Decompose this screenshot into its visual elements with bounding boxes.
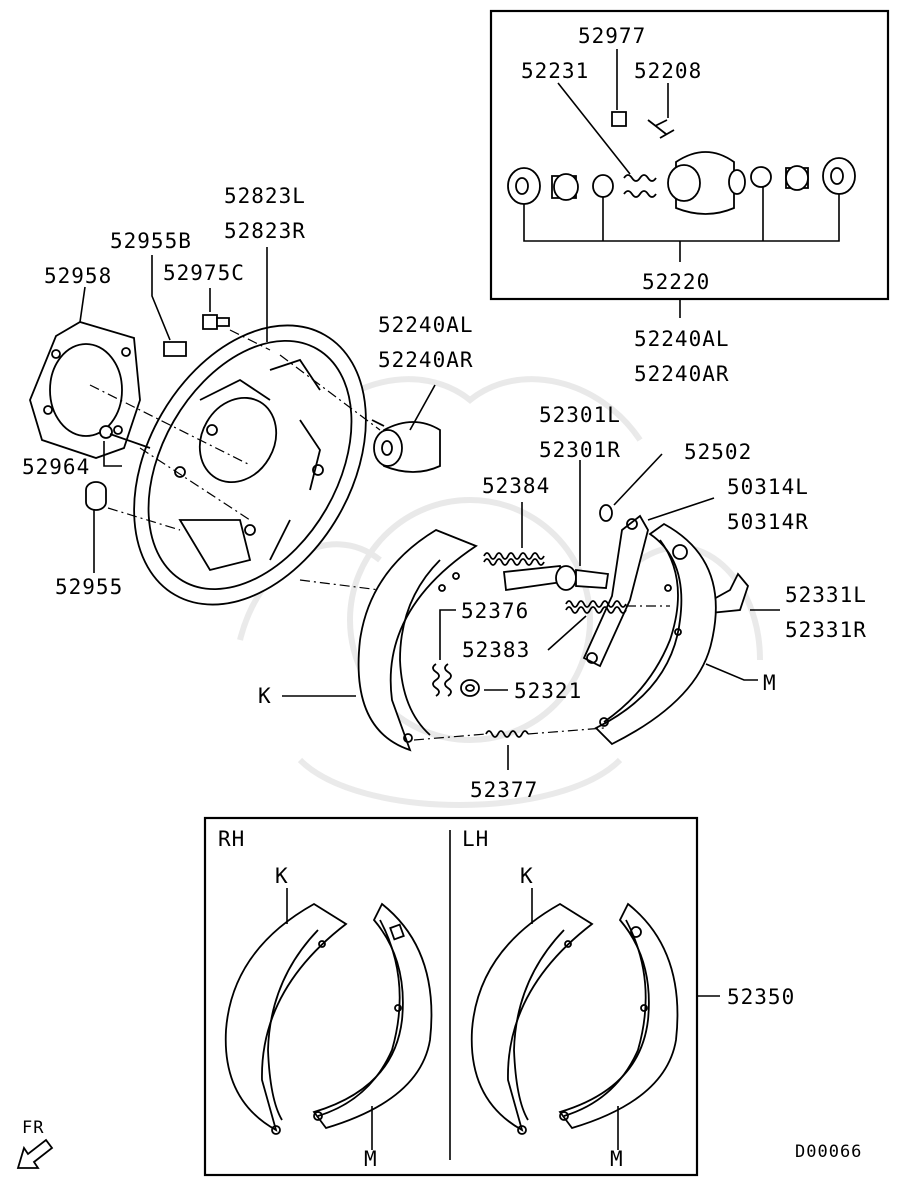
wheel-cylinder-kit-box: 52977 52231 52208 52220 (489, 9, 890, 301)
callout-52502: 52502 (684, 440, 752, 464)
callout-52964: 52964 (22, 455, 90, 479)
spring-52376 (432, 663, 452, 697)
callout-M-main: M (763, 671, 777, 695)
callout-52958: 52958 (44, 264, 112, 288)
callout-52240AL: 52240AL (378, 313, 474, 337)
lh-m-label: M (610, 1147, 624, 1171)
kit-bracket (523, 187, 840, 262)
callout-52208: 52208 (634, 59, 702, 83)
callout-52823L: 52823L (224, 184, 306, 208)
brake-shoe-K (357, 528, 478, 752)
lever-50314 (582, 514, 649, 668)
plug-52955B (163, 341, 187, 357)
callout-52384: 52384 (482, 474, 550, 498)
lh-k-label: K (520, 864, 534, 888)
front-direction-arrow: FR (16, 1118, 54, 1169)
callout-52331L: 52331L (785, 583, 867, 607)
adjuster-52301 (503, 565, 610, 592)
rh-m-label: M (364, 1147, 378, 1171)
direction-label: FR (22, 1118, 44, 1138)
callout-52377: 52377 (470, 778, 538, 802)
callout-52823R: 52823R (224, 219, 306, 243)
wheel-cylinder-52240 (371, 419, 441, 473)
watermark (237, 376, 763, 808)
callout-52301R: 52301R (539, 438, 621, 462)
lh-shoe-M (558, 902, 679, 1130)
lh-label: LH (462, 827, 489, 851)
brake-shoe-M (594, 522, 717, 746)
rh-k-label: K (275, 864, 289, 888)
callout-52977: 52977 (578, 24, 646, 48)
callout-52955B: 52955B (110, 229, 192, 253)
callout-50314R: 50314R (727, 510, 809, 534)
callout-52240AR: 52240AR (378, 348, 474, 372)
spring-52383 (565, 600, 627, 614)
lh-shoe-K (470, 902, 594, 1135)
callout-52955: 52955 (55, 575, 123, 599)
callout-52376: 52376 (461, 599, 529, 623)
callout-52231: 52231 (521, 59, 589, 83)
bolt-52975C (202, 314, 230, 330)
gasket-52958 (29, 321, 141, 459)
callout-52350: 52350 (727, 985, 795, 1009)
rh-label: RH (218, 827, 245, 851)
washer-52502 (599, 504, 613, 522)
spring-52384 (483, 552, 545, 566)
callout-52383: 52383 (462, 638, 530, 662)
backing-plate-52823 (133, 324, 367, 606)
callout-52975C: 52975C (163, 261, 245, 285)
shoe-kit-box: RH LH K M (203, 816, 699, 1177)
callout-52331R: 52331R (785, 618, 867, 642)
spring-52377 (485, 730, 529, 738)
callout-52321: 52321 (514, 679, 582, 703)
rh-shoe-M (312, 902, 433, 1130)
rh-shoe-K (224, 902, 348, 1135)
callout-52220: 52220 (642, 270, 710, 294)
callout-50314L: 50314L (727, 475, 809, 499)
callout-52301L: 52301L (539, 403, 621, 427)
callout-52240AL-kit: 52240AL (634, 327, 730, 351)
arrow-down-left-icon (16, 1138, 54, 1169)
cylinder-kit-parts (507, 111, 856, 215)
diagram-code: D00066 (795, 1142, 862, 1162)
callout-52240AR-kit: 52240AR (634, 362, 730, 386)
cap-52955 (85, 481, 107, 511)
callout-K-main: K (258, 684, 272, 708)
bolt-52964 (99, 425, 151, 449)
retainer-52321 (460, 679, 480, 697)
